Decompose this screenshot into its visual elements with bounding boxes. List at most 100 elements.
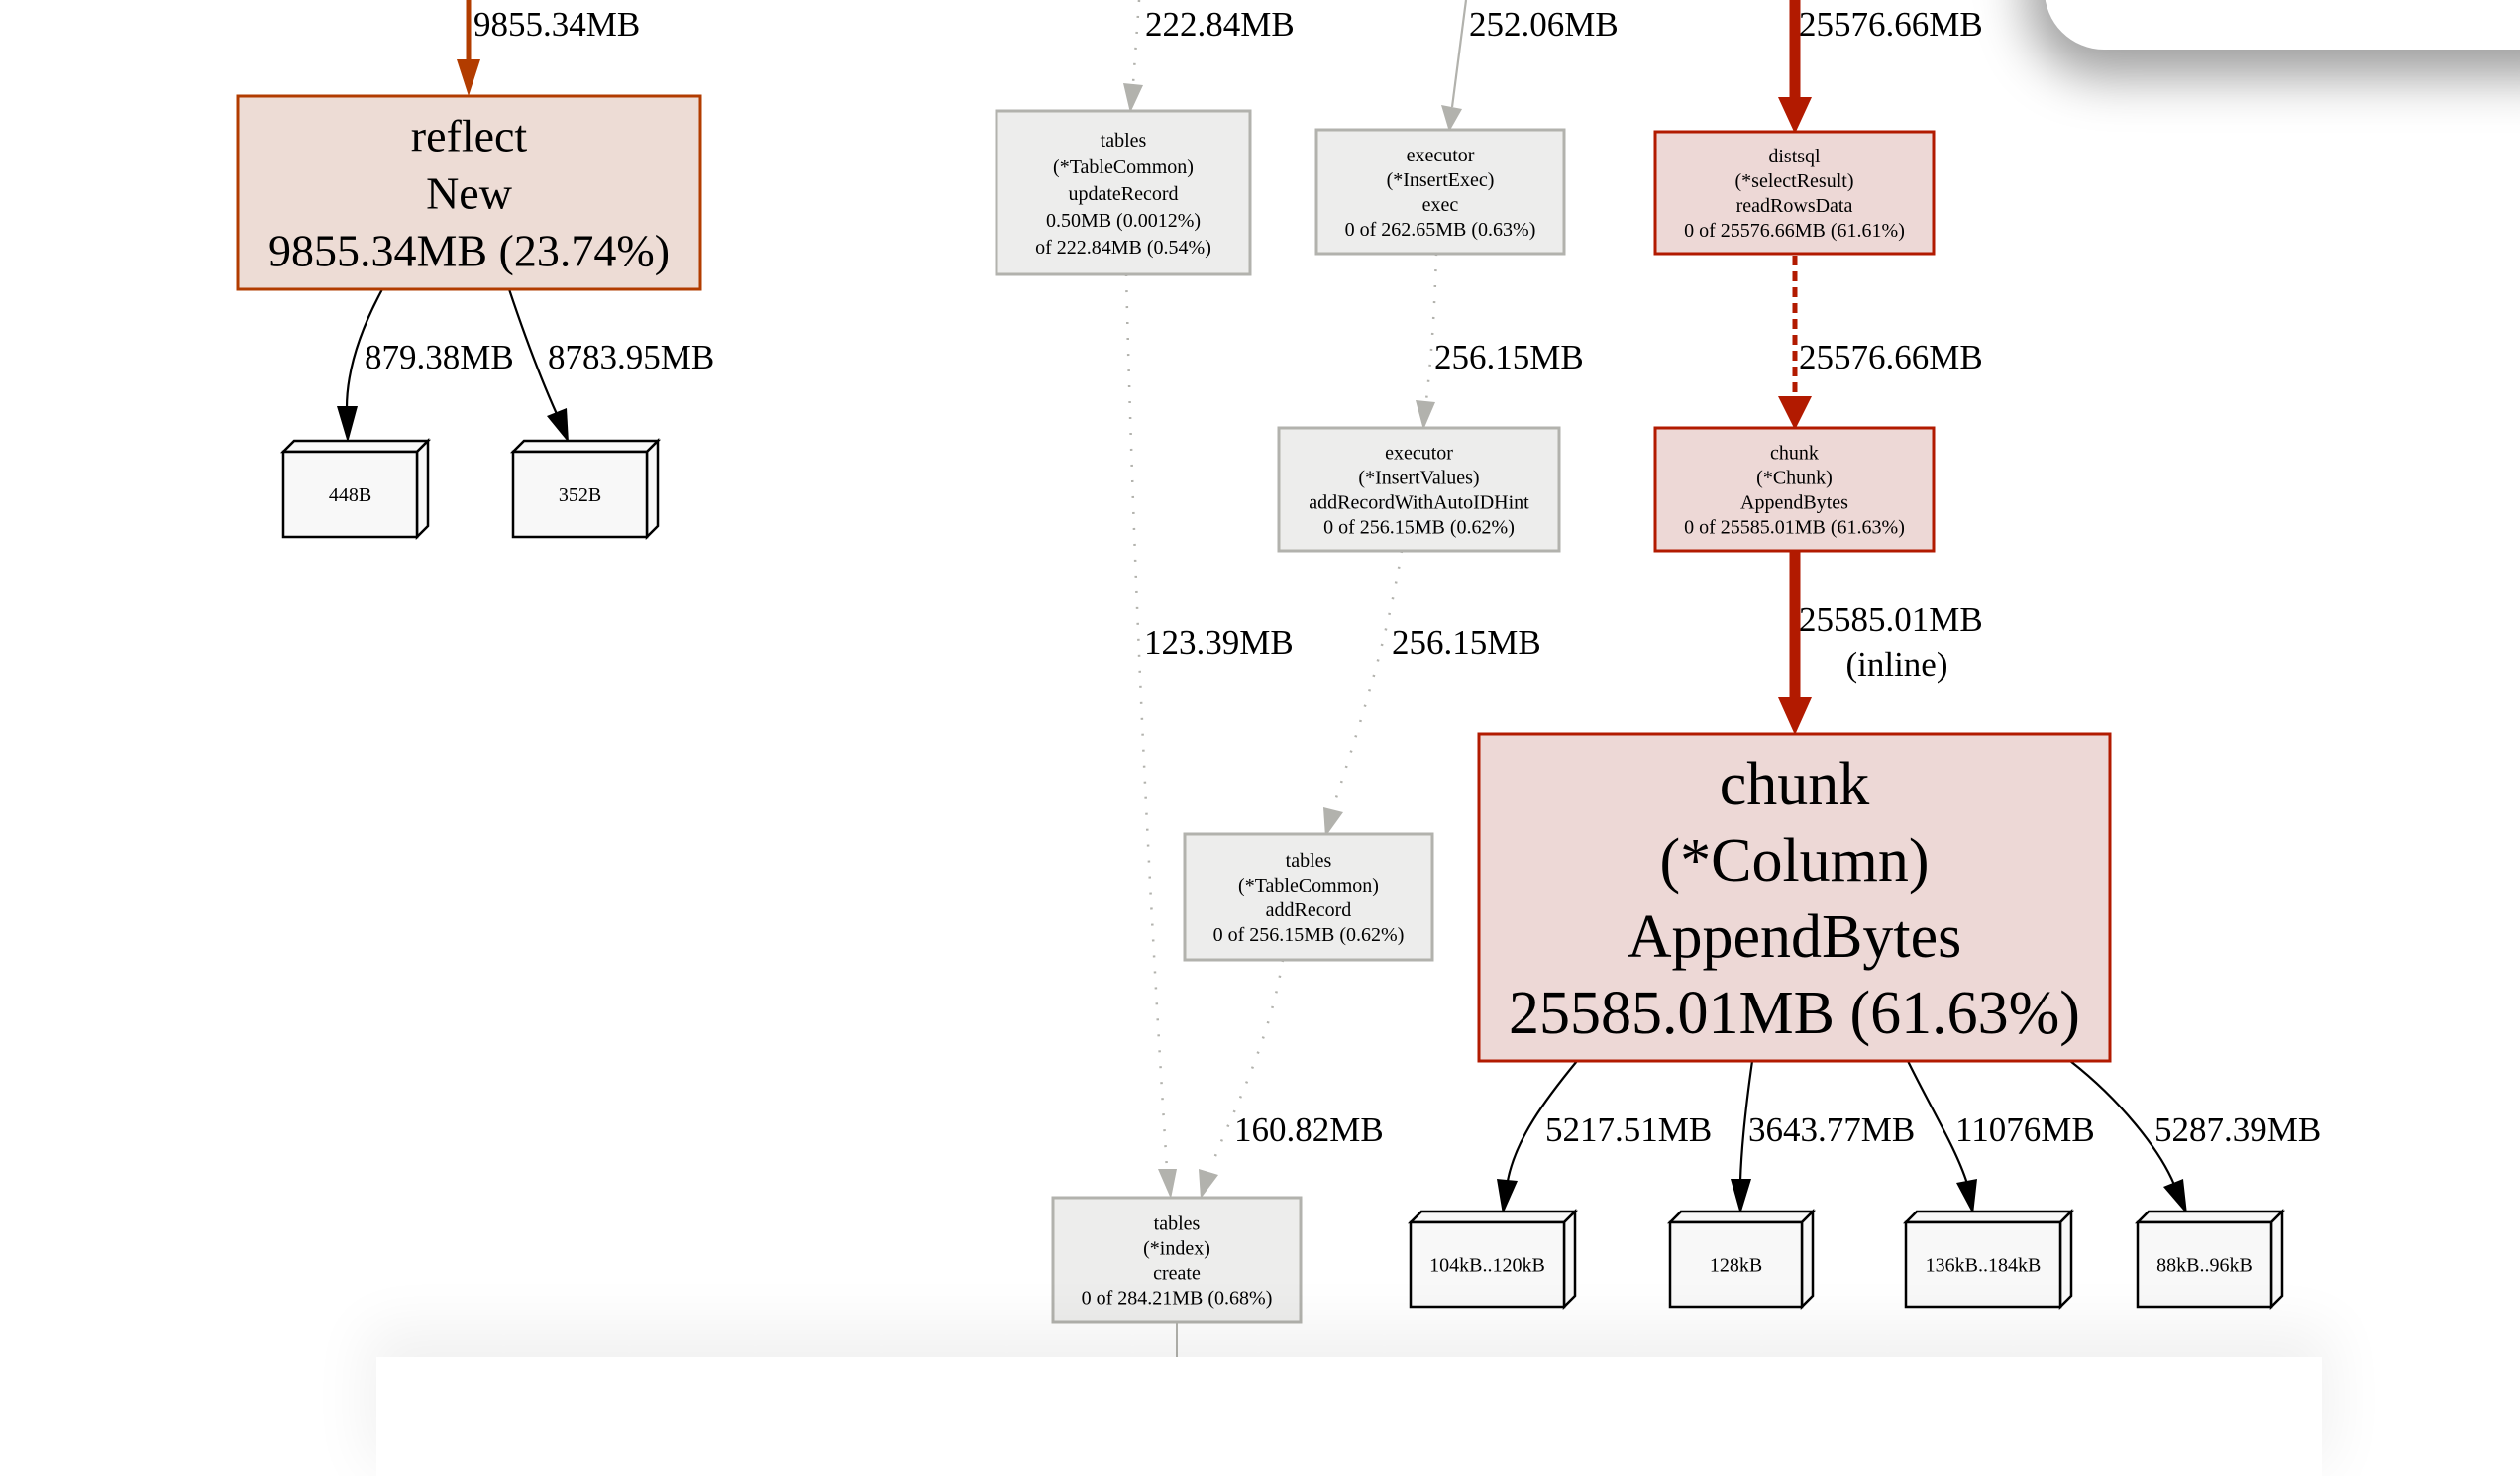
leaf-side-face — [1800, 1208, 1815, 1311]
node-label-line: addRecordWithAutoIDHint — [1309, 492, 1529, 514]
edge-column-to-104-120[interactable]: 5217.51MB — [1497, 1060, 1712, 1214]
edge-label: 222.84MB — [1145, 5, 1295, 44]
edge-label: 25576.66MB — [1799, 338, 1983, 376]
node-label-line: chunk — [1720, 751, 1870, 818]
leaf-top-face — [279, 439, 432, 454]
node-label-line: of 222.84MB (0.54%) — [1035, 237, 1211, 259]
leaf-top-face — [1407, 1210, 1579, 1224]
node-label-line: 9855.34MB (23.74%) — [268, 226, 670, 276]
edge-label-note: (inline) — [1845, 645, 1947, 684]
node-box — [1277, 426, 1561, 553]
edge-reflect-to-448b[interactable]: 879.38MB — [337, 288, 514, 443]
node-executor-insert-values[interactable]: executor (*InsertValues) addRecordWithAuto… — [1277, 426, 1561, 553]
leaf-label: 352B — [559, 484, 601, 506]
node-label-line: executor — [1407, 145, 1475, 166]
node-label-line: readRowsData — [1736, 195, 1853, 217]
node-label-line: 0 of 25585.01MB (61.63%) — [1684, 517, 1905, 539]
node-label-line: (*index) — [1143, 1238, 1210, 1260]
node-label-line: (*TableCommon) — [1238, 875, 1379, 896]
node-label-line: 0 of 262.65MB (0.63%) — [1345, 219, 1536, 241]
leaf-side-face — [2269, 1208, 2284, 1311]
leaf-front-face — [511, 450, 649, 539]
node-label-line: (*InsertValues) — [1358, 468, 1479, 489]
edge-add-record-to-index[interactable]: 160.82MB — [1199, 959, 1384, 1199]
leaf-label: 448B — [329, 484, 371, 506]
node-box — [1314, 128, 1566, 256]
edge-label: 5217.51MB — [1545, 1110, 1712, 1149]
node-label-line: tables — [1101, 130, 1147, 152]
node-label-line: executor — [1385, 443, 1453, 465]
leaf-front-face — [1409, 1220, 1566, 1309]
edge-label: 11076MB — [1955, 1110, 2095, 1149]
edge-into-reflect[interactable]: 9855.34MB — [457, 0, 640, 96]
edge-distsql-to-chunk[interactable]: 25576.66MB — [1778, 256, 1983, 430]
leaf-label: 88kB..96kB — [2156, 1255, 2253, 1277]
node-label-line: 0 of 25576.66MB (61.61%) — [1684, 220, 1905, 242]
edge-label: 25585.01MB — [1799, 600, 1983, 639]
node-label-line: chunk — [1770, 443, 1819, 465]
node-chunk-chunk-append[interactable]: chunk (*Chunk) AppendBytes 0 of 25585.01MB … — [1653, 426, 1936, 553]
node-box — [1183, 832, 1434, 962]
leaf-leaf-88-96[interactable]: 88kB..96kB — [2134, 1208, 2286, 1311]
leaf-leaf-136-184[interactable]: 136kB..184kB — [1902, 1208, 2075, 1311]
node-label-line: (*Column) — [1659, 827, 1929, 895]
edge-label: 123.39MB — [1144, 623, 1294, 662]
edge-into-insert-exec[interactable]: 252.06MB — [1441, 0, 1619, 132]
edge-column-to-128[interactable]: 3643.77MB — [1731, 1060, 1915, 1214]
edge-label: 256.15MB — [1434, 338, 1584, 376]
node-label-line: 0 of 256.15MB (0.62%) — [1323, 517, 1515, 539]
edge-exec-to-insert-values[interactable]: 256.15MB — [1416, 253, 1584, 430]
node-label-line: reflect — [411, 111, 528, 161]
edge-label: 256.15MB — [1392, 623, 1541, 662]
node-label-line: AppendBytes — [1740, 492, 1848, 514]
edge-chunk-to-column[interactable]: 25585.01MB (inline) — [1778, 551, 1983, 735]
edge-reflect-to-352b[interactable]: 8783.95MB — [507, 288, 714, 443]
edge-label: 160.82MB — [1234, 1110, 1384, 1149]
edge-insert-values-to-add-record[interactable]: 256.15MB — [1323, 550, 1541, 837]
node-label-line: 0 of 284.21MB (0.68%) — [1082, 1288, 1273, 1310]
node-label-line: 25585.01MB (61.63%) — [1509, 980, 2080, 1047]
pprof-call-graph: 9855.34MB 879.38MB 8783.95MB 222.84MB 25… — [236, 0, 2321, 1357]
node-box — [1477, 732, 2112, 1063]
edge-into-update-record[interactable]: 222.84MB — [1123, 0, 1295, 113]
leaf-side-face — [2058, 1208, 2073, 1311]
leaf-top-face — [1902, 1210, 2075, 1224]
leaf-label: 128kB — [1710, 1255, 1762, 1277]
node-label-line: updateRecord — [1068, 183, 1178, 205]
node-label-line: create — [1153, 1263, 1201, 1285]
edge-column-to-88-96[interactable]: 5287.39MB — [2069, 1060, 2321, 1214]
edge-into-distsql[interactable]: 25576.66MB — [1778, 0, 1983, 134]
node-label-line: addRecord — [1266, 899, 1352, 921]
node-label-line: tables — [1286, 850, 1332, 872]
leaf-front-face — [1668, 1220, 1804, 1309]
leaf-side-face — [645, 437, 660, 541]
node-label-line: 0.50MB (0.0012%) — [1046, 210, 1201, 232]
leaf-leaf-352b[interactable]: 352B — [509, 437, 662, 541]
leaf-side-face — [1562, 1208, 1577, 1311]
node-label-line: (*Chunk) — [1756, 468, 1833, 489]
node-box — [995, 109, 1252, 276]
leaf-front-face — [2136, 1220, 2273, 1309]
leaf-leaf-104-120[interactable]: 104kB..120kB — [1407, 1208, 1579, 1311]
leaf-top-face — [509, 439, 662, 454]
edge-column-to-136-184[interactable]: 11076MB — [1907, 1060, 2095, 1214]
edge-label: 3643.77MB — [1748, 1110, 1915, 1149]
leaf-leaf-128[interactable]: 128kB — [1666, 1208, 1817, 1311]
edge-update-record-to-index[interactable]: 123.39MB — [1124, 273, 1294, 1199]
window-shadow-bottom — [376, 1357, 2322, 1476]
node-box — [1653, 130, 1936, 256]
leaf-front-face — [1904, 1220, 2062, 1309]
node-label-line: distsql — [1768, 146, 1821, 167]
edge-label: 5287.39MB — [2154, 1110, 2321, 1149]
leaf-leaf-448b[interactable]: 448B — [279, 437, 432, 541]
leaf-side-face — [415, 437, 430, 541]
node-label-line: exec — [1422, 194, 1459, 216]
edge-label: 8783.95MB — [548, 338, 714, 376]
